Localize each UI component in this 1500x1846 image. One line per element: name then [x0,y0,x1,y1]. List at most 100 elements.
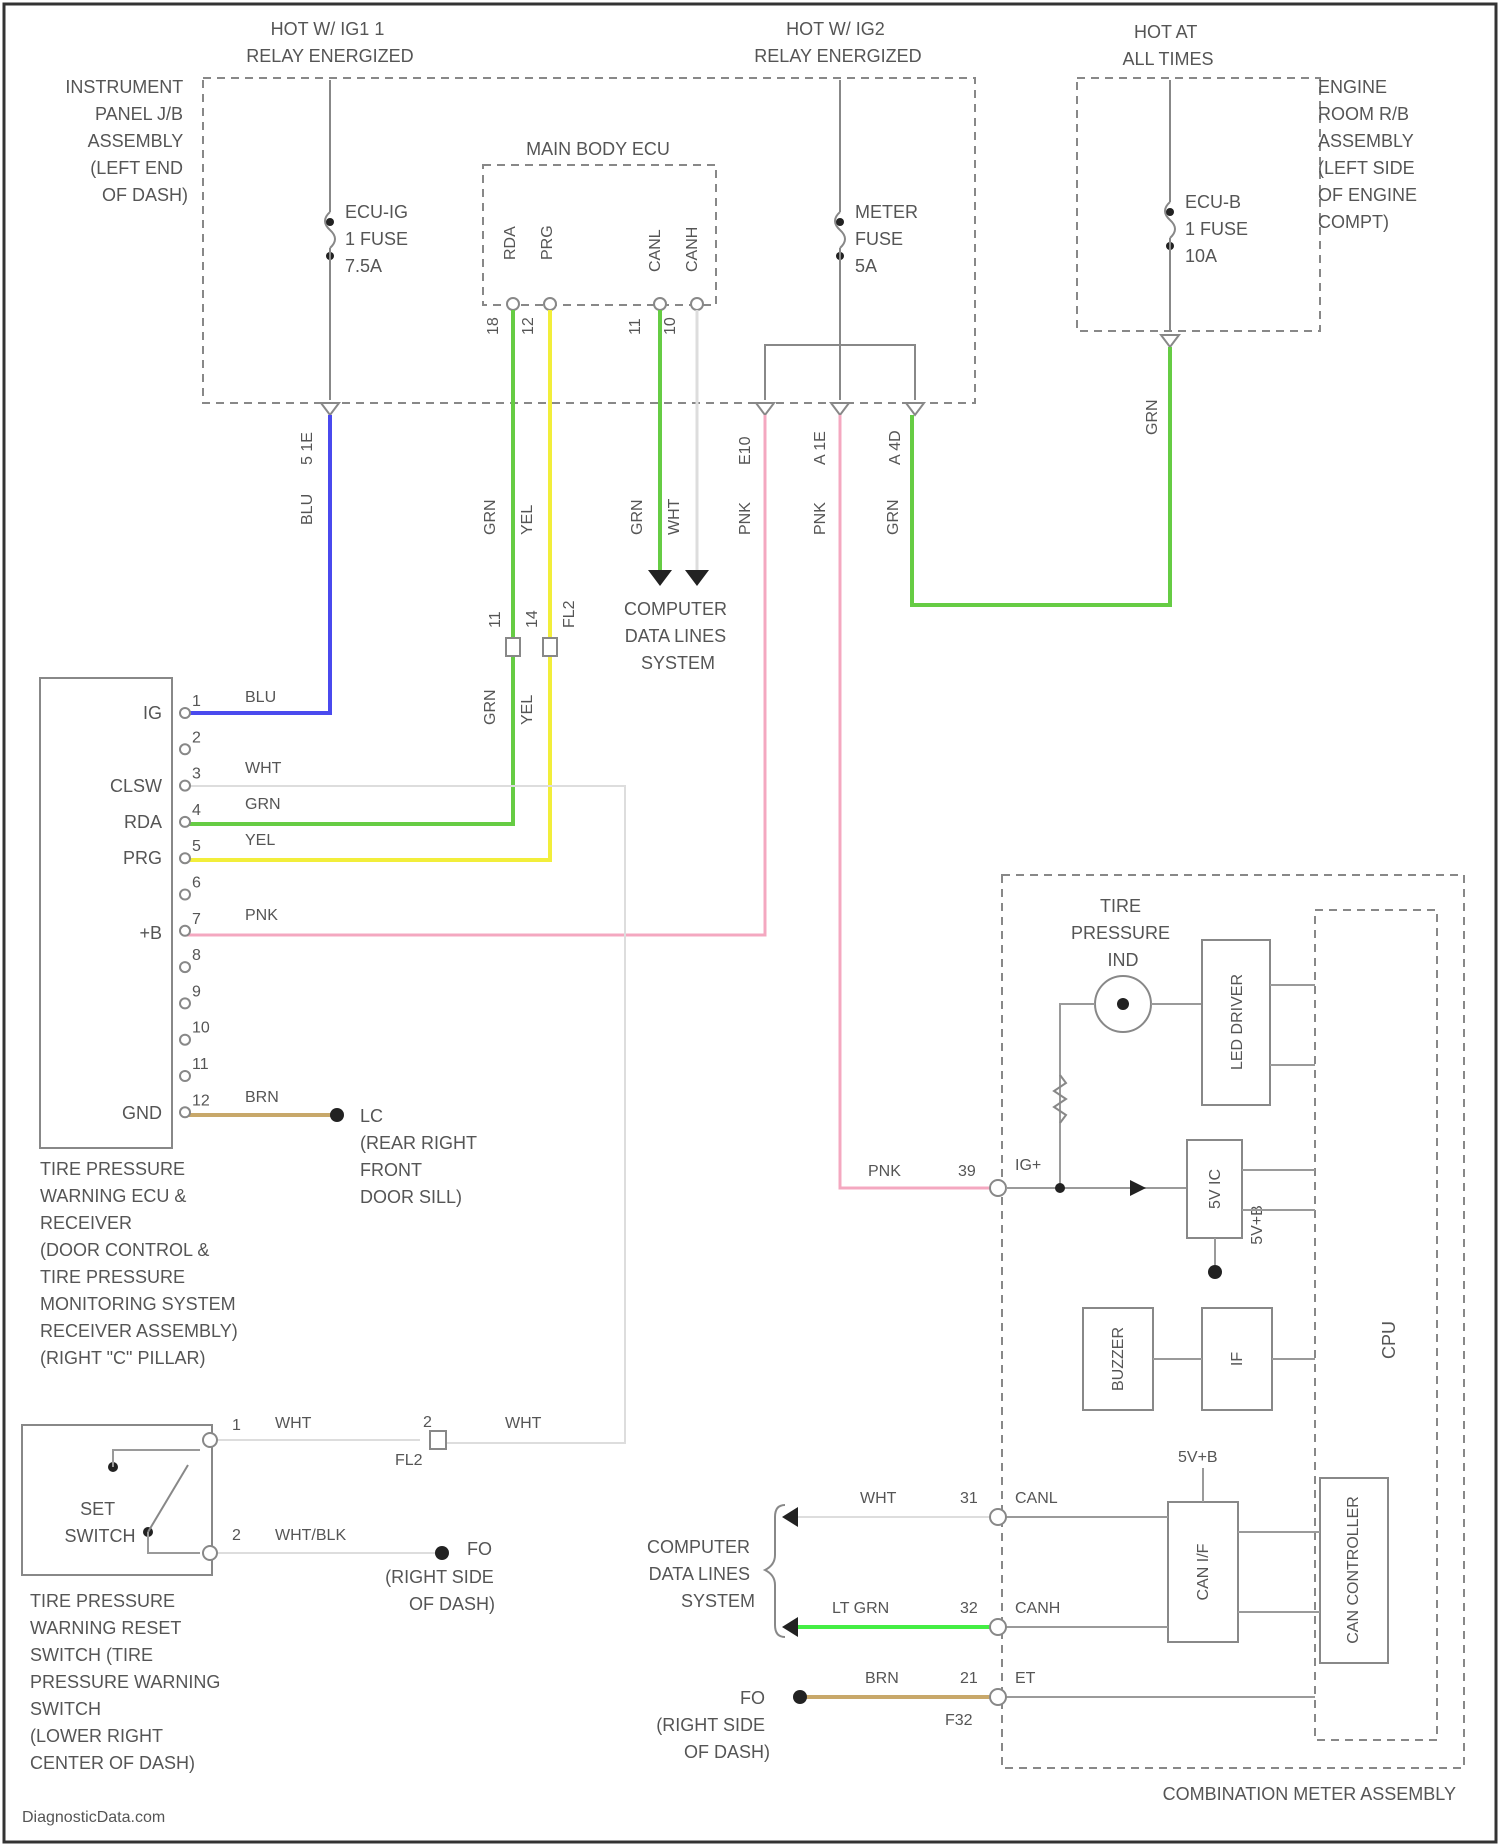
tpms-label-rda: RDA [124,812,162,832]
meter-pin-canh [990,1619,1006,1635]
can-if-label: CAN I/F [1195,1543,1212,1600]
data-line-arrow-canh-icon [685,570,709,586]
ecu-pin-prg [544,298,556,310]
ecu-pin-11-label: 11 [627,318,644,335]
tpms-pin-number-11: 11 [192,1056,209,1073]
meter-pin-canh-num: 32 [960,1600,978,1617]
wire-grn-rda [185,310,513,824]
meter-fuse-dot-top [836,218,844,226]
wire-pnk-plus-b [185,415,765,935]
ig-junction-dot [1055,1183,1065,1193]
ecu-ig-fuse-icon [325,212,335,248]
wire-label-grn-vertical-3: GRN [885,499,902,535]
instrument-panel-jb-label: INSTRUMENT PANEL J/B ASSEMBLY (LEFT END … [65,77,188,205]
tpms-pin-10 [180,1035,190,1045]
wire-label-grn-vertical-4: GRN [1144,399,1161,435]
jb-pin-2-connector [756,403,774,415]
tpms-pin-4 [180,817,190,827]
ecu-b-fuse-dot-top [1166,208,1174,216]
meter-pin-canl-label: CANL [1015,1490,1058,1507]
ecu-ig-fuse-dot-top [326,218,334,226]
buzzer-label: BUZZER [1110,1327,1127,1391]
tpms-label-plus-b: +B [139,923,162,943]
tpms-ecu-title: TIRE PRESSURE WARNING ECU & RECEIVER (DO… [40,1159,243,1368]
computer-data-lines-label-bottom: COMPUTER DATA LINES SYSTEM [647,1537,755,1611]
can-controller-label: CAN CONTROLLER [1345,1496,1362,1644]
meter-pin-ig-num: 39 [958,1163,976,1180]
set-switch-title: TIRE PRESSURE WARNING RESET SWITCH (TIRE… [30,1591,225,1773]
tire-pressure-ind-label: TIRE PRESSURE IND [1071,896,1175,970]
tpms-wire-label-yel: YEL [245,832,275,849]
tpms-label-gnd: GND [122,1103,162,1123]
led-driver-cpu-wiring [1270,985,1315,1065]
tpms-pin-number-7: 7 [192,911,201,928]
meter-pin-canl-num: 31 [960,1490,978,1507]
fl2-pin-label: 2 [423,1414,432,1431]
ecu-b-fuse-label: ECU-B 1 FUSE 10A [1185,192,1253,266]
tpms-pin-number-9: 9 [192,983,201,1000]
ecu-pin-canh [691,298,703,310]
combination-meter-label: COMBINATION METER ASSEMBLY [1163,1784,1456,1804]
cpu-box [1315,910,1437,1740]
tpms-pin-8 [180,962,190,972]
meter-pin-ig-label: IG+ [1015,1157,1041,1174]
wire-label-blu-vertical: BLU [299,494,316,525]
inline-connector-j3-label: FL2 [561,600,578,628]
can-if-vcc-label: 5V+B [1178,1449,1218,1466]
inline-connector-j2-label: 14 [524,610,541,628]
ig-diode-icon [1130,1180,1146,1196]
ecu-pin-rda-label: RDA [502,226,519,260]
jb-pin-2-label: E10 [737,436,754,465]
ecu-b-connector [1161,335,1179,347]
set-switch-wire-label-wht: WHT [275,1415,312,1432]
regulator-label: 5V IC [1207,1169,1224,1209]
tpms-pin-6 [180,890,190,900]
wire-label-grn-vertical-5: GRN [482,689,499,725]
meter-pin-canl [990,1509,1006,1525]
wire-label-grn-vertical-1: GRN [482,499,499,535]
tpms-pin-number-2: 2 [192,729,201,746]
data-line-arrow-canh-meter-icon [782,1617,798,1637]
ecu-pin-12-label: 12 [520,317,537,335]
tpms-pin-9 [180,998,190,1008]
wire-grn-ecub [912,347,1170,605]
ecu-pin-prg-label: PRG [539,225,556,260]
wire-label-wht-vertical: WHT [666,498,683,535]
set-switch-label: SET SWITCH [65,1499,136,1546]
jb-pin-3-connector [831,403,849,415]
ecu-pin-canl [654,298,666,310]
hot-ig1-label: HOT W/ IG1 1 RELAY ENERGIZED [246,19,413,66]
ground-fo-2-label: FO (RIGHT SIDE OF DASH) [656,1688,770,1762]
tpms-pin-number-8: 8 [192,947,201,964]
meter-pin-et [990,1689,1006,1705]
set-switch-lever-icon [148,1465,188,1532]
set-switch-pin-2-label: 2 [232,1527,241,1544]
meter-pin-canh-label: CANH [1015,1600,1060,1617]
tpms-wire-label-brn: BRN [245,1089,279,1106]
tpms-wire-label-wht: WHT [245,760,282,777]
meter-pin-et-num: 21 [960,1670,978,1687]
wire-yel-prg [185,310,550,860]
wire-label-pnk-vertical-1: PNK [737,502,754,535]
tpms-pin-number-10: 10 [192,1020,210,1037]
meter-fuse-icon [835,212,845,248]
ground-lc-label: LC (REAR RIGHT FRONT DOOR SILL) [360,1106,482,1207]
ecu-b-fuse-icon [1165,202,1175,238]
ground-fo-2-icon [793,1690,807,1704]
data-lines-brace-icon [765,1505,785,1637]
tpms-pin-number-5: 5 [192,838,201,855]
tpms-pin-1 [180,708,190,718]
wire-label-yel-vertical-2: YEL [519,695,536,725]
ecu-pin-canh-label: CANH [684,227,701,272]
meter-wire-label-brn: BRN [865,1670,899,1687]
tpms-wire-label-blu: BLU [245,689,276,706]
tpms-wire-label-grn: GRN [245,796,281,813]
tpms-wire-label-pnk: PNK [245,907,278,924]
wire-label-pnk-vertical-2: PNK [812,502,829,535]
jb-pin-1-connector [321,403,339,415]
fl2-wire-label-wht: WHT [505,1415,542,1432]
tpms-pin-group: 123456789101112 [180,693,210,1117]
computer-data-lines-label-top: COMPUTER DATA LINES SYSTEM [624,599,732,673]
ecu-pin-rda [507,298,519,310]
